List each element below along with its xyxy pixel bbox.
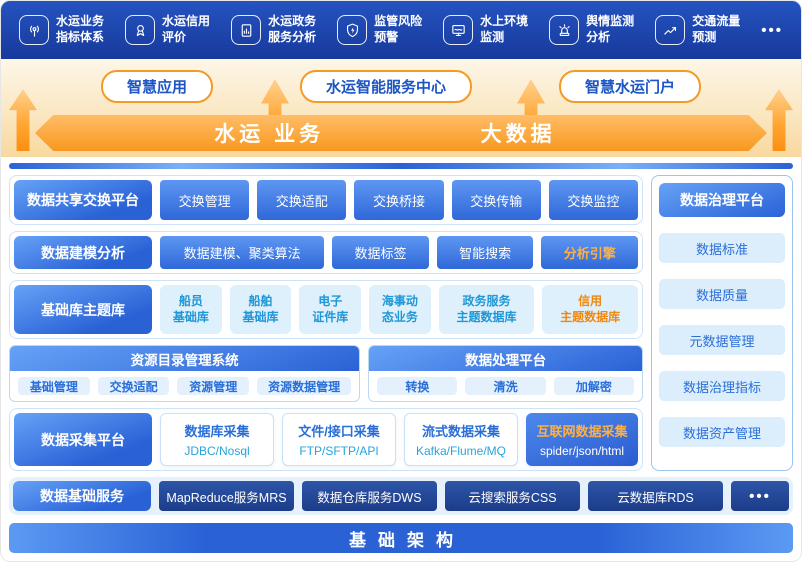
data-processing-box: 数据处理平台 转换 清洗 加解密 <box>368 345 643 403</box>
library-credit-theme: 信用 主题数据库 <box>542 285 638 335</box>
layer-label-data-collection: 数据采集平台 <box>14 413 152 466</box>
top-item-traffic-forecast[interactable]: 交通流量 预测 <box>655 14 740 45</box>
button-encrypt-decrypt[interactable]: 加解密 <box>553 377 634 396</box>
button-exchange-adaptation[interactable]: 交换适配 <box>257 180 347 221</box>
button-cloud-search-css[interactable]: 云搜索服务CSS <box>445 481 580 511</box>
governance-panel-title: 数据治理平台 <box>659 183 785 217</box>
top-item-label: 舆情监测 分析 <box>586 14 635 44</box>
library-gov-service-theme: 政务服务 主题数据库 <box>438 285 535 335</box>
layer-label-data-modeling: 数据建模分析 <box>14 236 152 270</box>
top-item-label: 交通流量 预测 <box>692 14 741 44</box>
collect-box-file-api: 文件/接口采集 FTP/SFTP/API <box>282 413 396 466</box>
shield-bolt-icon <box>337 15 368 45</box>
layer-data-modeling: 数据建模分析 数据建模、聚类算法 数据标签 智能搜索 分析引擎 <box>9 231 643 275</box>
collect-subtitle: spider/json/html <box>539 444 625 458</box>
collect-box-streaming: 流式数据采集 Kafka/Flume/MQ <box>404 413 518 466</box>
governance-item-metadata: 元数据管理 <box>659 325 785 355</box>
collect-box-internet: 互联网数据采集 spider/json/html <box>526 413 638 466</box>
infrastructure-bar: 基础架构 <box>9 523 793 553</box>
button-warehouse-dws[interactable]: 数据仓库服务DWS <box>302 481 437 511</box>
resource-catalog-title: 资源目录管理系统 <box>10 346 360 372</box>
ribbon-banner: 水运 业务 大数据 <box>35 115 767 151</box>
library-e-certificate: 电子 证件库 <box>299 285 362 335</box>
collect-title: 数据库采集 <box>184 424 250 439</box>
collect-title: 文件/接口采集 <box>298 424 380 439</box>
base-services-more-ellipsis[interactable]: ••• <box>731 481 789 511</box>
ribbon-text-bigdata: 大数据 <box>480 123 556 146</box>
collect-subtitle: FTP/SFTP/API <box>299 444 379 458</box>
button-cloud-db-rds[interactable]: 云数据库RDS <box>588 481 723 511</box>
governance-item-data-standards: 数据标准 <box>659 233 785 263</box>
button-exchange-transfer[interactable]: 交换传输 <box>451 180 541 221</box>
band-buttons: 智慧应用 水运智能服务中心 智慧水运门户 <box>1 70 801 103</box>
layer-data-collection: 数据采集平台 数据库采集 JDBC/Nosql 文件/接口采集 FTP/SFTP… <box>9 408 643 471</box>
band-button-smart-applications[interactable]: 智慧应用 <box>101 70 214 103</box>
layer-label-data-exchange: 数据共享交换平台 <box>14 180 152 221</box>
antenna-icon <box>19 15 49 45</box>
top-item-label: 水运政务 服务分析 <box>268 14 317 44</box>
document-chart-icon <box>231 15 262 45</box>
medal-icon <box>125 15 156 45</box>
top-application-bar: 水运业务 指标体系 水运信用 评价 水运政务 服务分析 监管风险 预警 水上环境… <box>1 1 801 59</box>
blue-divider-strip <box>9 163 793 169</box>
layer-label-base-services: 数据基础服务 <box>13 481 151 511</box>
button-smart-search[interactable]: 智能搜索 <box>436 236 534 270</box>
resource-catalog-box: 资源目录管理系统 基础管理 交换适配 资源管理 资源数据管理 <box>9 345 361 403</box>
ribbon-text-water-business: 水运 业务 <box>214 123 325 146</box>
collect-title: 流式数据采集 <box>421 424 500 439</box>
library-ship-base: 船舶 基础库 <box>229 285 292 335</box>
top-item-env-monitoring[interactable]: 水上环境 监测 <box>443 14 528 45</box>
collect-box-database: 数据库采集 JDBC/Nosql <box>160 413 274 466</box>
band-button-smart-portal[interactable]: 智慧水运门户 <box>558 70 701 103</box>
top-item-gov-service-analysis[interactable]: 水运政务 服务分析 <box>231 14 316 45</box>
governance-item-data-quality: 数据质量 <box>659 279 785 309</box>
data-governance-panel: 数据治理平台 数据标准 数据质量 元数据管理 数据治理指标 数据资产管理 <box>651 175 793 471</box>
button-resource-management[interactable]: 资源管理 <box>177 377 250 396</box>
monitor-wave-icon <box>443 15 474 45</box>
library-maritime-dynamic: 海事动 态业务 <box>369 285 431 335</box>
collect-subtitle: Kafka/Flume/MQ <box>415 444 507 458</box>
layer-data-exchange: 数据共享交换平台 交换管理 交换适配 交换桥接 交换传输 交换监控 <box>9 175 643 226</box>
top-item-label: 水上环境 监测 <box>480 14 529 44</box>
button-cleanse[interactable]: 清洗 <box>465 377 546 396</box>
button-resource-data-management[interactable]: 资源数据管理 <box>257 377 352 396</box>
layer-label-base-library: 基础库主题库 <box>14 285 152 335</box>
collect-subtitle: JDBC/Nosql <box>184 444 250 458</box>
top-item-business-index[interactable]: 水运业务 指标体系 <box>19 14 104 45</box>
top-item-label: 水运信用 评价 <box>162 14 211 44</box>
button-transform[interactable]: 转换 <box>377 377 458 396</box>
button-exchange-bridging[interactable]: 交换桥接 <box>354 180 444 221</box>
trend-arrow-icon <box>655 15 686 45</box>
governance-item-governance-metrics: 数据治理指标 <box>659 371 785 401</box>
data-processing-title: 数据处理平台 <box>369 346 642 372</box>
top-item-opinion-analysis[interactable]: 舆情监测 分析 <box>549 14 634 45</box>
top-item-risk-warning[interactable]: 监管风险 预警 <box>337 14 422 45</box>
library-crew-base: 船员 基础库 <box>160 285 222 335</box>
top-item-label: 监管风险 预警 <box>374 14 423 44</box>
band-button-smart-service-center[interactable]: 水运智能服务中心 <box>299 70 472 103</box>
button-data-tags[interactable]: 数据标签 <box>332 236 429 270</box>
layer-catalog-and-processing: 资源目录管理系统 基础管理 交换适配 资源管理 资源数据管理 数据处理平台 转换… <box>9 345 643 403</box>
application-band: 智慧应用 水运智能服务中心 智慧水运门户 水运 业务 大数据 <box>1 59 801 157</box>
button-exchange-monitoring[interactable]: 交换监控 <box>548 180 639 221</box>
topbar-more-ellipsis[interactable]: ••• <box>761 21 783 39</box>
button-analysis-engine[interactable]: 分析引擎 <box>541 236 638 270</box>
button-modeling-clustering[interactable]: 数据建模、聚类算法 <box>160 236 325 270</box>
top-item-credit-eval[interactable]: 水运信用 评价 <box>125 14 210 45</box>
button-mapreduce-mrs[interactable]: MapReduce服务MRS <box>159 481 294 511</box>
layer-base-services: 数据基础服务 MapReduce服务MRS 数据仓库服务DWS 云搜索服务CSS… <box>9 477 793 515</box>
collect-title: 互联网数据采集 <box>536 424 628 439</box>
top-item-label: 水运业务 指标体系 <box>56 14 105 44</box>
governance-item-data-assets: 数据资产管理 <box>659 417 785 447</box>
button-basic-management[interactable]: 基础管理 <box>18 377 90 396</box>
button-exchange-adaptation-2[interactable]: 交换适配 <box>97 377 170 396</box>
button-exchange-management[interactable]: 交换管理 <box>160 180 250 221</box>
siren-icon <box>549 15 580 45</box>
layer-base-library: 基础库主题库 船员 基础库 船舶 基础库 电子 证件库 海事动 态业务 政务服务… <box>9 280 643 340</box>
platform-main-area: 数据共享交换平台 交换管理 交换适配 交换桥接 交换传输 交换监控 数据建模分析… <box>1 157 801 561</box>
